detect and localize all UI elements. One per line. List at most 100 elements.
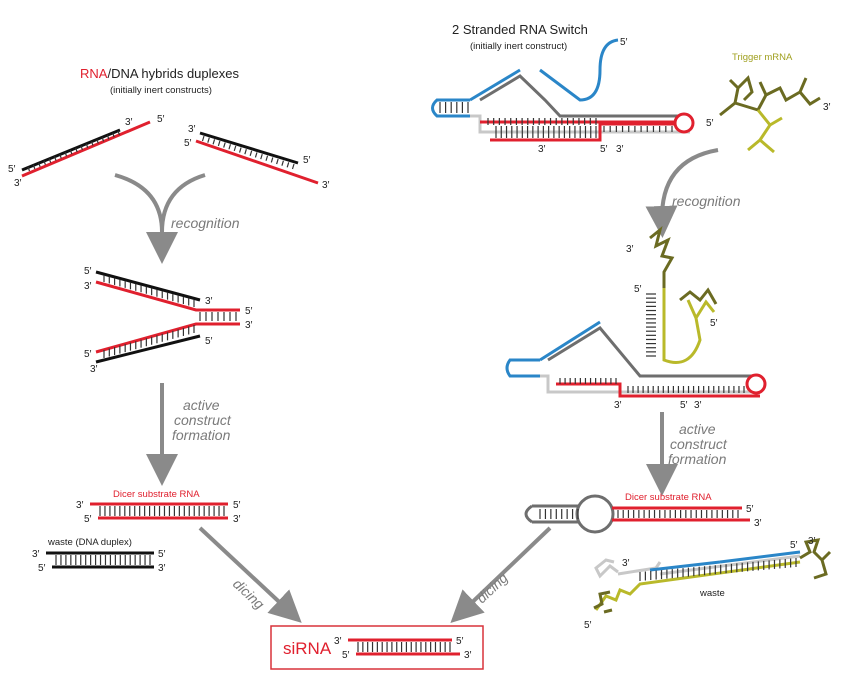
- end-label: 5′: [157, 114, 165, 125]
- left-step-recognition: recognition: [171, 215, 240, 231]
- end-label: 5′: [342, 650, 350, 661]
- base-pair: [276, 158, 279, 165]
- base-pair: [260, 153, 263, 160]
- end-label: 5′: [84, 349, 92, 360]
- base-pair-rungs: [559, 378, 617, 384]
- right-step-formation: formation: [668, 451, 727, 467]
- left-step-formation: formation: [172, 427, 231, 443]
- base-pair-rungs: [639, 558, 797, 581]
- left-waste-duplex: waste (DNA duplex) 3′ 5′ 5′ 3′: [32, 537, 166, 574]
- end-label: 3′: [823, 102, 831, 113]
- end-label: 3′: [808, 536, 816, 547]
- end-label: 5′: [600, 144, 608, 155]
- base-pair: [223, 142, 226, 148]
- base-pair: [101, 137, 105, 142]
- base-pair: [217, 140, 221, 147]
- left-step-construct: construct: [174, 412, 232, 428]
- end-label: 5′: [38, 563, 46, 574]
- end-label: 5′: [184, 138, 192, 149]
- base-pair: [59, 154, 62, 159]
- end-label: 5′: [634, 284, 642, 295]
- base-pair: [286, 162, 290, 168]
- sirna-label: siRNA: [283, 639, 332, 658]
- right-dicer-label: Dicer substrate RNA: [625, 492, 712, 503]
- base-pair: [281, 160, 284, 166]
- base-pair: [270, 157, 274, 163]
- base-pair-rungs: [495, 126, 597, 138]
- end-label: 3′: [125, 117, 133, 128]
- trigger-mrna: Trigger mRNA 5′ 3′: [706, 52, 831, 154]
- right-intermediate-complex: 3′ 5′ 5′ 3′ 5′ 3′: [505, 226, 767, 411]
- end-label: 3′: [626, 244, 634, 255]
- base-pair: [291, 163, 295, 170]
- base-pair: [244, 149, 247, 155]
- base-pair-rungs: [55, 555, 151, 565]
- end-label: 5′: [746, 504, 754, 515]
- right-recognition-arrow: [645, 148, 719, 238]
- end-label: 3′: [614, 400, 622, 411]
- base-pair-rungs: [99, 506, 225, 516]
- base-pair: [32, 164, 36, 170]
- end-label: 3′: [334, 636, 342, 647]
- end-label: 3′: [538, 144, 546, 155]
- end-label: 5′: [84, 514, 92, 525]
- end-label: 3′: [158, 563, 166, 574]
- right-step-recognition: recognition: [672, 193, 741, 209]
- base-pair-rungs: [627, 386, 745, 393]
- base-pair-rungs: [603, 126, 673, 132]
- end-label: 3′: [188, 124, 196, 135]
- end-label: 5′: [680, 400, 688, 411]
- base-pair: [106, 135, 110, 140]
- sirna-box: [270, 625, 484, 670]
- base-pair: [265, 155, 269, 161]
- base-pair-rungs: [357, 642, 451, 652]
- base-pair-rungs: [103, 275, 195, 307]
- base-pair: [64, 151, 68, 157]
- right-step-construct: construct: [670, 436, 728, 452]
- base-pair: [85, 143, 89, 148]
- end-label: 3′: [76, 500, 84, 511]
- end-label: 5′: [706, 118, 714, 129]
- left-dicing-arrow: [198, 526, 302, 623]
- end-label: 3′: [245, 320, 253, 331]
- base-pair: [48, 158, 52, 163]
- end-label: 3′: [754, 518, 762, 529]
- base-pair-rungs: [617, 510, 739, 518]
- end-label: 3′: [14, 178, 22, 189]
- end-label: 3′: [622, 558, 630, 569]
- right-step-dicing: dicing: [473, 569, 511, 606]
- left-subtitle: (initially inert constructs): [110, 85, 212, 96]
- left-intermediate-complex: 5′ 3′ 3′ 5′ 3′ 5′ 5′ 3′: [84, 266, 253, 375]
- left-waste-label: waste (DNA duplex): [47, 537, 132, 548]
- right-title: 2 Stranded RNA Switch: [452, 22, 588, 37]
- base-pair-rungs: [201, 135, 295, 170]
- end-label: 5′: [8, 164, 16, 175]
- base-pair-rungs: [439, 102, 469, 113]
- left-step-dicing: dicing: [230, 575, 268, 612]
- end-label: 3′: [84, 281, 92, 292]
- base-pair: [201, 135, 205, 142]
- end-label: 3′: [205, 296, 213, 307]
- base-pair: [38, 162, 41, 167]
- end-label: 5′: [456, 636, 464, 647]
- end-label: 5′: [620, 37, 628, 48]
- end-label: 3′: [322, 180, 330, 191]
- base-pair: [90, 141, 94, 146]
- end-label: 5′: [303, 155, 311, 166]
- end-label: 3′: [90, 364, 98, 375]
- base-pair: [238, 147, 242, 153]
- left-pathway: RNA/DNA hybrids duplexes (initially iner…: [8, 66, 330, 623]
- right-step-active: active: [679, 421, 716, 437]
- base-pair-rungs: [103, 325, 195, 358]
- base-pair-rungs: [199, 312, 237, 321]
- hybrid-duplex-2: 3′ 5′ 5′ 3′: [184, 124, 330, 191]
- recognition-arrow-branches: [114, 173, 206, 233]
- end-label: 5′: [84, 266, 92, 277]
- base-pair: [75, 147, 78, 153]
- right-dicing-arrow: [450, 526, 552, 624]
- trigger-label: Trigger mRNA: [732, 52, 793, 63]
- base-pair-rungs: [487, 118, 597, 125]
- end-label: 3′: [32, 549, 40, 560]
- base-pair: [112, 132, 115, 138]
